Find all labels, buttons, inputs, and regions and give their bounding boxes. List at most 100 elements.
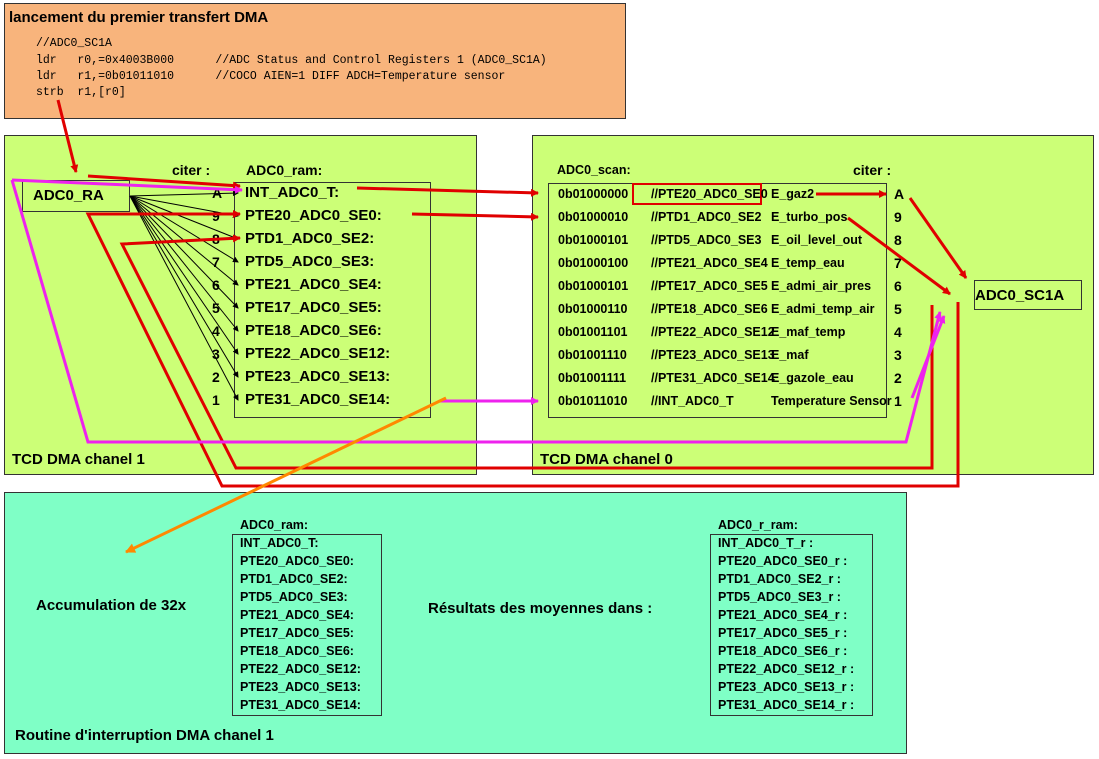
ch1-citer-value: 4 [212, 323, 220, 339]
code-to-ch1-arrow [56, 99, 79, 173]
ch1-citer-value: A [212, 185, 223, 201]
irq-ram-item: PTD1_ADC0_SE2: [240, 572, 348, 586]
ch0-citer-value: A [894, 186, 905, 202]
scan-variable: E_gaz2 [771, 187, 815, 201]
code-line: ldr r1,=0b01011010 //COCO AIEN=1 DIFF AD… [36, 70, 506, 83]
scan-binary-value: 0b01000010 [558, 210, 629, 224]
scan-binary-value: 0b01000110 [558, 302, 628, 316]
scan-channel-name: //PTE21_ADC0_SE4 [651, 256, 768, 270]
ch1-citer-value: 3 [212, 346, 220, 362]
scan-variable: E_maf_temp [771, 325, 846, 339]
fan-line [129, 195, 239, 355]
code-line: strb r1,[r0] [36, 86, 126, 99]
orange-arrow [125, 396, 447, 554]
adc0-ram-item: PTE23_ADC0_SE13: [245, 368, 391, 385]
irq-rram-label: ADC0_r_ram: [718, 518, 798, 532]
adc0-sc1a-box [974, 280, 1082, 310]
adc0-ram-item: PTE22_ADC0_SE12: [245, 345, 391, 362]
scan-channel-name: //INT_ADC0_T [651, 394, 734, 408]
red-loop-arrow [85, 210, 960, 488]
irq-rram-item: PTE17_ADC0_SE5_r : [718, 626, 848, 640]
adc0-ram-item: PTE17_ADC0_SE5: [245, 299, 382, 316]
scan-channel-name: //PTE20_ADC0_SE0 [651, 187, 768, 201]
ch1-citer-value: 1 [212, 392, 220, 408]
red-loop-arrow [119, 234, 934, 470]
irq-ram-list [232, 534, 382, 716]
scan-variable: E_admi_temp_air [771, 302, 875, 316]
adc0-ram-item: PTE18_ADC0_SE6: [245, 322, 382, 339]
red-arrow [411, 212, 539, 221]
ch0-citer-value: 6 [894, 278, 902, 294]
tcd-dma-channel-0-panel [532, 135, 1094, 475]
irq-rram-item: PTE23_ADC0_SE13_r : [718, 680, 855, 694]
irq-ram-item: PTE20_ADC0_SE0: [240, 554, 354, 568]
fan-line [129, 195, 239, 240]
scan-binary-value: 0b01001110 [558, 348, 627, 362]
magenta-loop-arrow [10, 179, 943, 444]
adc0-ram-item: PTE20_ADC0_SE0: [245, 207, 382, 224]
irq-rram-item: PTE22_ADC0_SE12_r : [718, 662, 855, 676]
ch0-citer-value: 7 [894, 255, 902, 271]
ch1-citer-value: 5 [212, 300, 220, 316]
scan-variable: E_oil_level_out [771, 233, 863, 247]
scan-variable: E_maf [771, 348, 809, 362]
magenta-arrow [910, 315, 946, 399]
red-arrow [87, 174, 241, 190]
adc0-ram-item: PTE21_ADC0_SE4: [245, 276, 382, 293]
scan-variable: E_admi_air_pres [771, 279, 872, 293]
irq-rram-list [710, 534, 873, 716]
scan-channel-name: //PTE18_ADC0_SE6 [651, 302, 768, 316]
ch0-citer-value: 8 [894, 232, 902, 248]
adc0-scan-label: ADC0_scan: [557, 163, 631, 177]
fan-line [129, 195, 239, 401]
ch1-citer-value: 7 [212, 254, 220, 270]
fan-line [129, 195, 239, 332]
scan-binary-value: 0b01001101 [558, 325, 628, 339]
magenta-arrow [11, 178, 243, 194]
irq-ram-item: PTD5_ADC0_SE3: [240, 590, 348, 604]
code-title: lancement du premier transfert DMA [9, 9, 269, 26]
ch1-citer-value: 9 [212, 208, 220, 224]
scan-channel-name: //PTD1_ADC0_SE2 [651, 210, 762, 224]
scan-variable: Temperature Sensor [771, 394, 892, 408]
irq-rram-item: PTD1_ADC0_SE2_r : [718, 572, 841, 586]
ch0-citer-label: citer : [853, 162, 892, 178]
ch1-title: TCD DMA chanel 1 [12, 451, 145, 468]
irq-ram-item: PTE23_ADC0_SE13: [240, 680, 361, 694]
scan-channel-name: //PTE17_ADC0_SE5 [651, 279, 768, 293]
scan-variable: E_temp_eau [771, 256, 845, 270]
ch0-citer-value: 4 [894, 324, 902, 340]
ch1-citer-label: citer : [172, 162, 211, 178]
scan-binary-value: 0b01000101 [558, 233, 629, 247]
scan-channel-name: //PTE22_ADC0_SE12 [651, 325, 775, 339]
irq-rram-item: PTE20_ADC0_SE0_r : [718, 554, 848, 568]
ch0-citer-value: 2 [894, 370, 902, 386]
scan-binary-value: 0b01000000 [558, 187, 629, 201]
code-panel [4, 3, 626, 119]
fan-arrows [129, 190, 239, 401]
irq-rram-item: PTD5_ADC0_SE3_r : [718, 590, 841, 604]
irq-ram-item: PTE21_ADC0_SE4: [240, 608, 354, 622]
irq-ram-label: ADC0_ram: [240, 518, 309, 532]
accumulation-label: Accumulation de 32x [36, 597, 187, 614]
scan-channel-name: //PTE23_ADC0_SE13 [651, 348, 775, 362]
adc0-sc1a-label: ADC0_SC1A [975, 287, 1065, 304]
irq-ram-item: PTE22_ADC0_SE12: [240, 662, 361, 676]
scan-variable: E_gazole_eau [771, 371, 854, 385]
irq-rram-item: PTE21_ADC0_SE4_r : [718, 608, 848, 622]
ch0-citer-value: 9 [894, 209, 902, 225]
adc0-ra-box [22, 180, 130, 212]
irq-rram-item: PTE18_ADC0_SE6_r : [718, 644, 848, 658]
fan-line [129, 190, 239, 197]
results-label: Résultats des moyennes dans : [428, 600, 653, 617]
adc0-ram-item: PTD5_ADC0_SE3: [245, 253, 375, 270]
scan-binary-value: 0b01011010 [558, 394, 628, 408]
interrupt-routine-panel [4, 492, 907, 754]
ch1-citer-value: 2 [212, 369, 220, 385]
adc0-ram-item: PTD1_ADC0_SE2: [245, 230, 375, 247]
irq-rram-item: PTE31_ADC0_SE14_r : [718, 698, 855, 712]
adc0-ram-item: PTE31_ADC0_SE14: [245, 391, 391, 408]
red-arrow [356, 186, 539, 197]
adc0-ra-label: ADC0_RA [33, 187, 104, 204]
irq-ram-item: INT_ADC0_T: [240, 536, 319, 550]
